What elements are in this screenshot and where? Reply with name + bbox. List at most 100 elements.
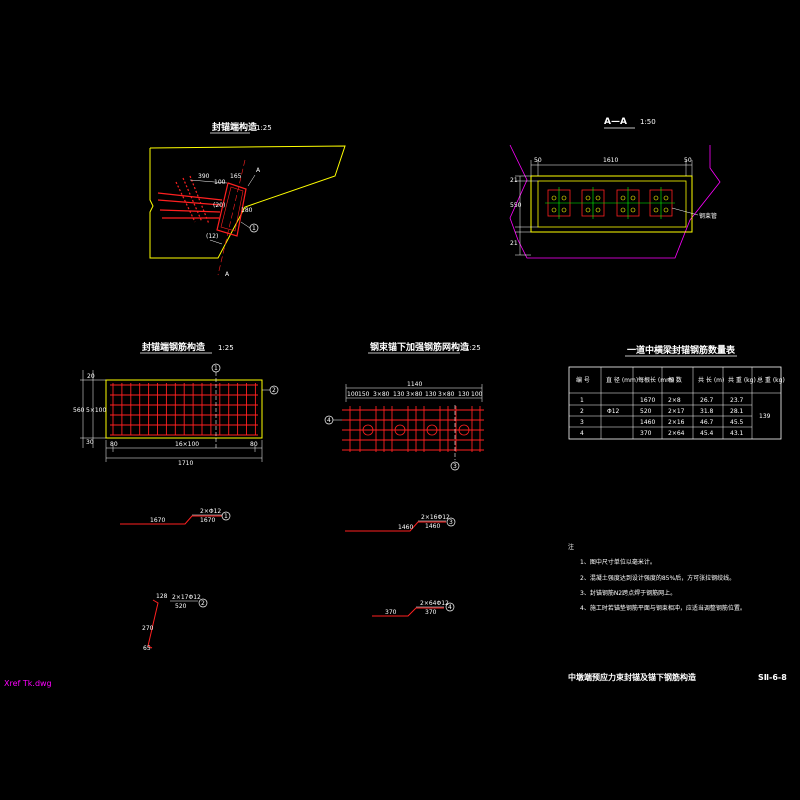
bar2-dim-1: 270 — [142, 625, 154, 632]
bar3-len2: 1460 — [425, 523, 440, 530]
view2-block-outer — [530, 175, 693, 233]
view4-dim-7: 130 — [458, 391, 470, 398]
bar4-len1: 370 — [385, 609, 397, 616]
table-cell: 2×17 — [668, 408, 685, 415]
view1-title: 封锚端构造 — [212, 121, 258, 133]
table-header: 编 号 直 径 (mm) 每根长 (mm) 根 数 共 长 (m) 共 重 (k… — [576, 376, 785, 384]
xref-label: Xref Tk.dwg — [4, 679, 52, 688]
view3-title: 封锚端钢筋构造 — [142, 341, 206, 353]
view4-anchor-circles — [362, 424, 470, 436]
table-cell: 31.8 — [700, 408, 714, 415]
view1-dim-5: (20) — [213, 202, 225, 209]
view1-anchor-block — [216, 182, 247, 237]
bar2-id: 2 — [201, 600, 205, 607]
notes: 注 1、图中尺寸单位以毫米计。 2、混凝土强度达到设计强度的85%后，方可张拉钢… — [568, 543, 746, 612]
view4-dim-3: 130 — [393, 391, 405, 398]
view1-section-mark-top: A — [256, 167, 261, 174]
note-3: 3、封锚钢筋N2跨点焊于钢筋网上。 — [580, 589, 676, 597]
table-header-0: 编 号 — [576, 376, 590, 384]
view1-outline — [149, 145, 346, 259]
view3-dim-top: 20 — [87, 373, 95, 380]
table-header-6: 总 重 (kg) — [757, 376, 785, 384]
table-cell: 1 — [580, 397, 584, 404]
table-header-3: 根 数 — [668, 376, 682, 384]
bar2-len: 520 — [175, 603, 187, 610]
view4-dim-8: 100 — [471, 391, 483, 398]
view4-dims: 100 150 3×80 130 3×80 130 3×80 130 100 — [347, 391, 483, 398]
view4-title: 钢束锚下加强钢筋网构造 — [370, 341, 470, 353]
bar2-spec: 2×17Φ12 — [172, 594, 201, 601]
table-cell: 26.7 — [700, 397, 714, 404]
table-total-weight: 139 — [759, 413, 771, 420]
view3-callout-1-circle — [211, 363, 221, 373]
view4-dim-0: 100 — [347, 391, 359, 398]
table-header-5: 共 重 (kg) — [728, 376, 756, 384]
view1-dim-3: 180 — [241, 207, 253, 214]
view3-dim-left-2: 30 — [86, 439, 94, 446]
table-cell: 23.7 — [730, 397, 744, 404]
view-anchor-mesh: 钢束锚下加强钢筋网构造 1:25 3 4 1140 100 150 3×80 1… — [324, 341, 484, 471]
table-cell: 45.4 — [700, 430, 714, 437]
note-4: 4、施工时若锚垫钢筋平面与钢束相冲，应适当调整钢筋位置。 — [580, 604, 746, 612]
view2-block-inner — [537, 180, 687, 228]
table-cell: Φ12 — [607, 408, 620, 415]
view3-dim-left-0: 560 — [73, 407, 85, 414]
view2-note: 钢束管 — [699, 212, 717, 220]
view4-callout-3: 3 — [453, 463, 457, 470]
bar-shape-4: 370 2×64Φ12 370 4 — [372, 600, 455, 617]
sheet-title: 中墩端预应力束封锚及锚下钢筋构造 — [568, 672, 696, 682]
view3-dim-bottom-0: 80 — [110, 441, 118, 448]
view3-outline — [105, 379, 263, 439]
view1-callout-circle — [249, 223, 259, 233]
table-cell: 4 — [580, 430, 584, 437]
table-cell: 46.7 — [700, 419, 714, 426]
bar4-spec: 2×64Φ12 — [420, 600, 449, 607]
table-cell: 43.1 — [730, 430, 744, 437]
bar1-len2: 1670 — [200, 517, 215, 524]
bar-shape-1: 1670 2×Φ12 1670 1 — [120, 508, 231, 525]
table-header-1: 直 径 (mm) — [606, 376, 638, 384]
view4-dim-1: 150 — [358, 391, 370, 398]
bar1-spec: 2×Φ12 — [200, 508, 221, 515]
table-header-4: 共 长 (m) — [698, 376, 724, 384]
view-anchor-rebar: 封锚端钢筋构造 1:25 1 2 20 560 5×100 30 80 16×1… — [73, 341, 279, 467]
bar1-id: 1 — [224, 513, 228, 520]
table-cell: 28.1 — [730, 408, 744, 415]
view1-dim-0: 390 — [198, 173, 210, 180]
bar2-dim-0: 128 — [156, 593, 168, 600]
table-cell: 1460 — [640, 419, 655, 426]
view1-section-mark-bottom: A — [225, 271, 230, 278]
view4-callout-4-circle — [324, 415, 334, 425]
note-2: 2、混凝土强度达到设计强度的85%后，方可张拉钢绞线。 — [580, 574, 735, 582]
view3-dim-left-1: 5×100 — [86, 407, 106, 414]
notes-header: 注 — [568, 543, 574, 551]
table-cell: 2×8 — [668, 397, 681, 404]
view3-callout-1: 1 — [214, 365, 218, 372]
view2-dim-2: 50 — [684, 157, 692, 164]
bar3-spec: 2×16Φ12 — [421, 514, 450, 521]
view3-callout-2: 2 — [272, 387, 276, 394]
view2-dim-3: 21 — [510, 177, 518, 184]
view4-total: 1140 — [407, 381, 422, 388]
table-cell: 520 — [640, 408, 652, 415]
view4-dim-5: 130 — [425, 391, 437, 398]
table-cell: 1670 — [640, 397, 655, 404]
view4-scale: 1:25 — [465, 344, 481, 352]
view-section-aa: A—A 1:50 — [509, 117, 721, 259]
view2-title: A—A — [604, 117, 627, 127]
view1-tendons — [157, 175, 223, 225]
view4-dim-4: 3×80 — [406, 391, 423, 398]
view4-callout-4: 4 — [327, 417, 331, 424]
view2-scale: 1:50 — [640, 118, 656, 126]
view1-dim-2: 165 — [230, 173, 242, 180]
table-cell: 45.5 — [730, 419, 744, 426]
view3-dim-bottom-1: 16×100 — [175, 441, 199, 448]
bar4-id: 4 — [448, 604, 452, 611]
view-anchor-end: 封锚端构造 1:25 A A 390 100 165 180 — [149, 121, 346, 278]
bar2-dim-2: 65 — [143, 645, 151, 652]
table-cell: 3 — [580, 419, 584, 426]
table-cell: 2×16 — [668, 419, 685, 426]
view4-rebar-grid — [342, 406, 484, 452]
view2-dim-1: 1610 — [603, 157, 618, 164]
